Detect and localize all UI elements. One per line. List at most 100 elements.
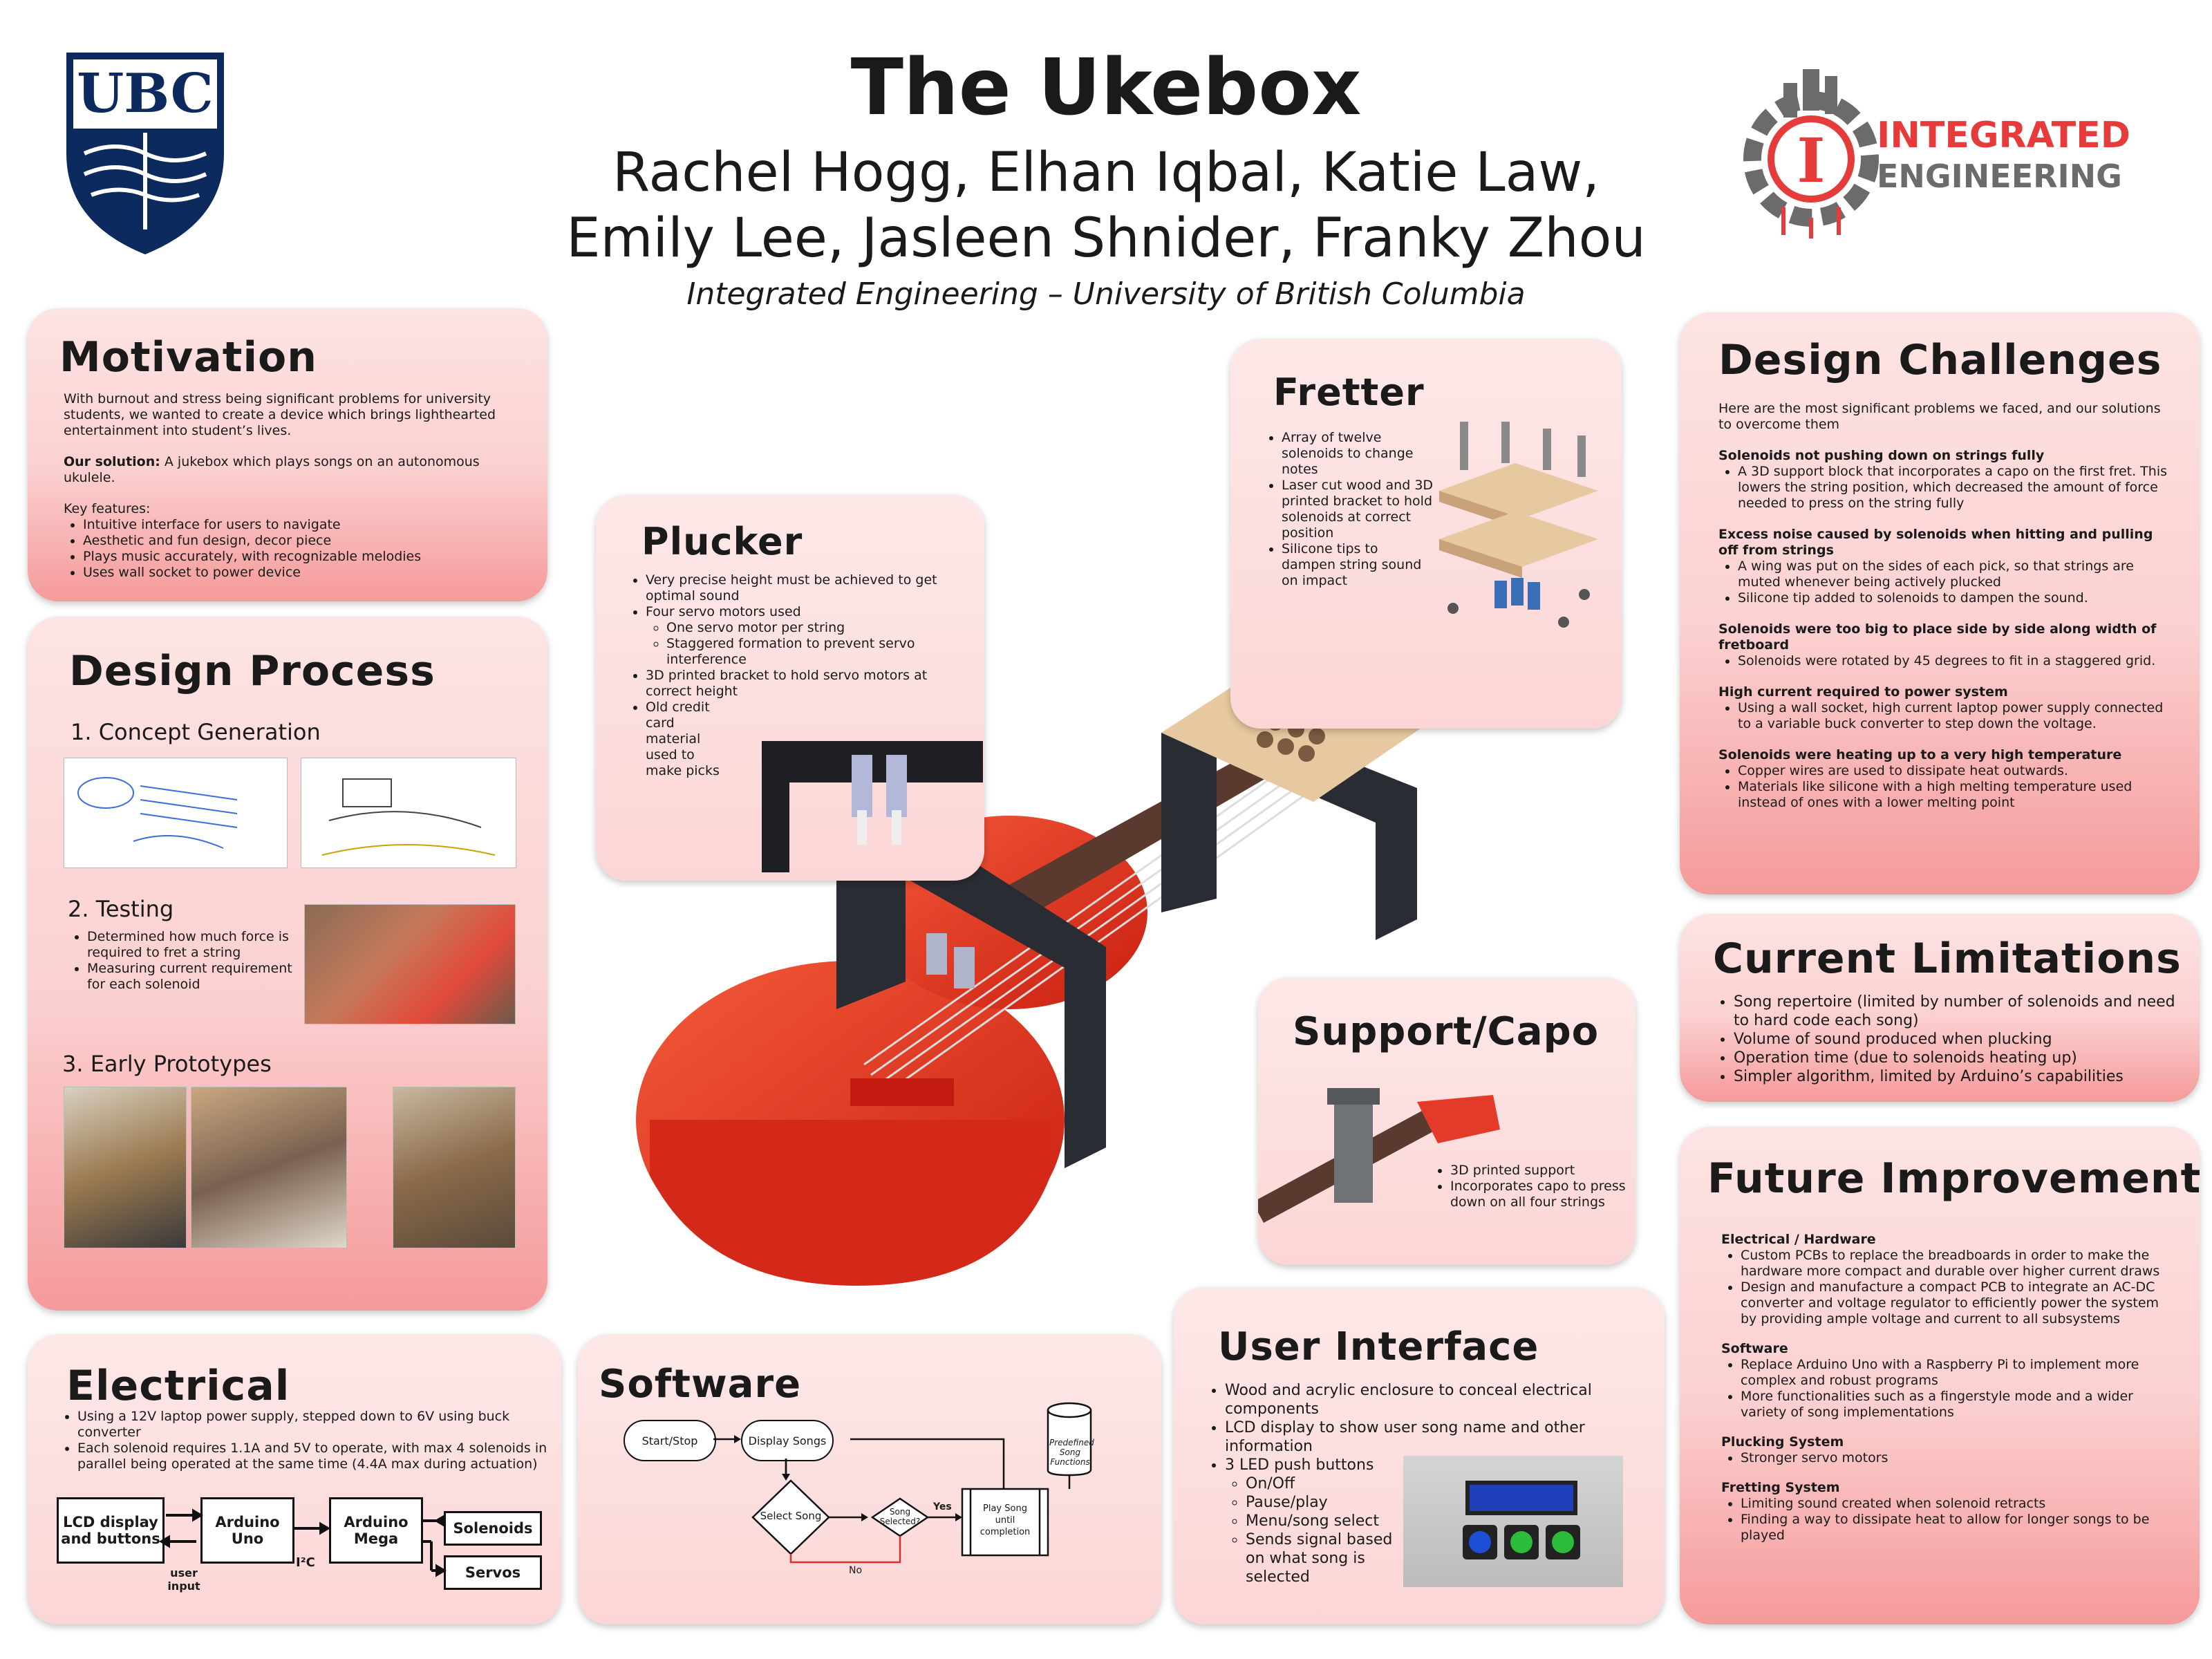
list-item: A 3D support block that incorporates a c…: [1738, 464, 2168, 512]
lcd-block: LCD display and buttons: [57, 1497, 165, 1564]
list-item: Volume of sound produced when plucking: [1734, 1030, 2190, 1049]
future-heading: Electrical / Hardware: [1721, 1232, 1876, 1247]
fretter-panel: Fretter Array of twelve solenoids to cha…: [1230, 339, 1622, 729]
list-item: Uses wall socket to power device: [83, 565, 513, 581]
design-process-panel: Design Process 1. Concept Generation 2. …: [28, 617, 547, 1311]
list-item: Aesthetic and fun design, decor piece: [83, 533, 513, 549]
software-panel: Software Start/Stop Display Songs Select…: [578, 1334, 1161, 1624]
poster-title: The Ukebox: [850, 43, 1362, 133]
step-concept-generation: 1. Concept Generation: [71, 719, 321, 745]
song-selected-node: Song Selected?: [879, 1507, 921, 1526]
song-functions-db: Predefined Song Functions: [1049, 1438, 1094, 1467]
future-body: Electrical / Hardware Custom PCBs to rep…: [1721, 1232, 2177, 1544]
list-item: 3D printed support: [1450, 1163, 1630, 1179]
list-item: Materials like silicone with a high melt…: [1738, 779, 2168, 811]
solution-text: A jukebox which plays songs on an autono…: [64, 454, 480, 485]
list-item: Very precise height must be achieved to …: [646, 572, 957, 604]
list-item: Stronger servo motors: [1741, 1450, 2177, 1466]
software-title: Software: [599, 1362, 802, 1407]
support-list: 3D printed support Incorporates capo to …: [1431, 1163, 1630, 1210]
led-button-green-2: [1546, 1525, 1580, 1559]
led-button-green: [1504, 1525, 1539, 1559]
list-item: Determined how much force is required to…: [87, 929, 294, 961]
list-item: Staggered formation to prevent servo int…: [666, 636, 957, 668]
ui-title: User Interface: [1218, 1324, 1539, 1369]
list-item: Incorporates capo to press down on all f…: [1450, 1179, 1630, 1210]
step-early-prototypes: 3. Early Prototypes: [62, 1051, 272, 1077]
testing-photo: [304, 904, 516, 1024]
i2c-label: I²C: [296, 1555, 315, 1570]
list-item: Using a 12V laptop power supply, stepped…: [77, 1409, 561, 1441]
logo-engineering: ENGINEERING: [1877, 158, 2122, 195]
list-item: Limiting sound created when solenoid ret…: [1741, 1496, 2177, 1512]
plucker-bracket-image: [762, 741, 983, 872]
list-item: Custom PCBs to replace the breadboards i…: [1741, 1248, 2177, 1280]
support-capo-title: Support/Capo: [1293, 1009, 1600, 1054]
testing-list: Determined how much force is required to…: [68, 929, 294, 993]
list-item: Menu/song select: [1246, 1512, 1412, 1530]
list-item: Replace Arduino Uno with a Raspberry Pi …: [1741, 1357, 2177, 1389]
user-input-label: user input: [167, 1566, 200, 1593]
motivation-intro: With burnout and stress being significan…: [64, 391, 496, 438]
list-item: Intuitive interface for users to navigat…: [83, 517, 513, 533]
start-stop-node: Start/Stop: [624, 1420, 716, 1461]
ui-list: Wood and acrylic enclosure to conceal el…: [1206, 1381, 1626, 1586]
servos-block: Servos: [444, 1555, 542, 1590]
prototype-photo-1: [64, 1087, 187, 1248]
challenge-heading: High current required to power system: [1718, 684, 2008, 700]
list-item: Simpler algorithm, limited by Arduino’s …: [1734, 1067, 2190, 1086]
concept-sketch-image-2: [301, 758, 516, 868]
list-item: Finding a way to dissipate heat to allow…: [1741, 1512, 2177, 1544]
ui-enclosure-render: [1403, 1456, 1623, 1587]
challenges-intro: Here are the most significant problems w…: [1718, 401, 2161, 432]
future-heading: Software: [1721, 1341, 1788, 1356]
limitations-title: Current Limitations: [1713, 935, 2182, 983]
future-heading: Fretting System: [1721, 1480, 1840, 1495]
design-process-title: Design Process: [69, 647, 435, 695]
integrated-engineering-logo: I INTEGRATED ENGINEERING: [1742, 69, 2157, 242]
list-item: Measuring current requirement for each s…: [87, 961, 294, 993]
design-challenges-panel: Design Challenges Here are the most sign…: [1680, 312, 2200, 894]
challenge-heading: Solenoids were heating up to a very high…: [1718, 747, 2122, 762]
list-item: Copper wires are used to dissipate heat …: [1738, 763, 2168, 779]
future-title: Future Improvements: [1707, 1154, 2200, 1203]
display-songs-node: Display Songs: [741, 1420, 834, 1461]
design-challenges-title: Design Challenges: [1718, 336, 2162, 384]
arduino-uno-block: Arduino Uno: [200, 1497, 294, 1564]
list-item: Old credit card material used to make pi…: [646, 700, 729, 779]
arduino-mega-block: Arduino Mega: [329, 1497, 423, 1564]
list-item: Laser cut wood and 3D printed bracket to…: [1282, 478, 1434, 541]
electrical-title: Electrical: [66, 1362, 290, 1410]
list-item: Design and manufacture a compact PCB to …: [1741, 1280, 2177, 1327]
electrical-list: Using a 12V laptop power supply, stepped…: [58, 1409, 561, 1472]
lcd-screen: [1465, 1481, 1577, 1515]
fretter-title: Fretter: [1273, 371, 1425, 414]
future-improvements-panel: Future Improvements Electrical / Hardwar…: [1680, 1127, 2200, 1624]
play-song-node: Play Song until completion: [980, 1503, 1031, 1537]
list-item: Plays music accurately, with recognizabl…: [83, 549, 513, 565]
authors-line-1: Rachel Hogg, Elhan Iqbal, Katie Law,: [612, 142, 1600, 204]
list-item: Using a wall socket, high current laptop…: [1738, 700, 2168, 732]
list-item: Each solenoid requires 1.1A and 5V to op…: [77, 1441, 561, 1472]
fretter-list: Array of twelve solenoids to change note…: [1262, 430, 1434, 589]
list-item: On/Off: [1246, 1474, 1412, 1493]
electrical-panel: Electrical Using a 12V laptop power supp…: [28, 1334, 561, 1624]
list-item: A wing was put on the sides of each pick…: [1738, 559, 2168, 590]
challenge-heading: Excess noise caused by solenoids when hi…: [1718, 527, 2153, 558]
select-song-node: Select Song: [760, 1510, 822, 1522]
list-item: More functionalities such as a fingersty…: [1741, 1389, 2177, 1421]
solenoids-block: Solenoids: [444, 1511, 542, 1546]
support-capo-panel: Support/Capo 3D printed support Incorpor…: [1258, 977, 1635, 1265]
list-item: Sends signal based on what song is selec…: [1246, 1530, 1412, 1586]
list-item: One servo motor per string: [666, 620, 957, 636]
list-item: Pause/play: [1246, 1493, 1412, 1512]
list-item: 3D printed bracket to hold servo motors …: [646, 668, 957, 700]
list-item: Song repertoire (limited by number of so…: [1734, 993, 2190, 1030]
list-item: Solenoids were rotated by 45 degrees to …: [1738, 653, 2168, 669]
affiliation: Integrated Engineering – University of B…: [686, 276, 1526, 312]
authors-line-2: Emily Lee, Jasleen Shnider, Franky Zhou: [566, 207, 1646, 270]
solution-label: Our solution:: [64, 454, 160, 469]
challenge-heading: Solenoids were too big to place side by …: [1718, 621, 2157, 653]
list-item: Wood and acrylic enclosure to conceal el…: [1225, 1381, 1626, 1418]
motivation-body: With burnout and stress being significan…: [64, 391, 513, 581]
